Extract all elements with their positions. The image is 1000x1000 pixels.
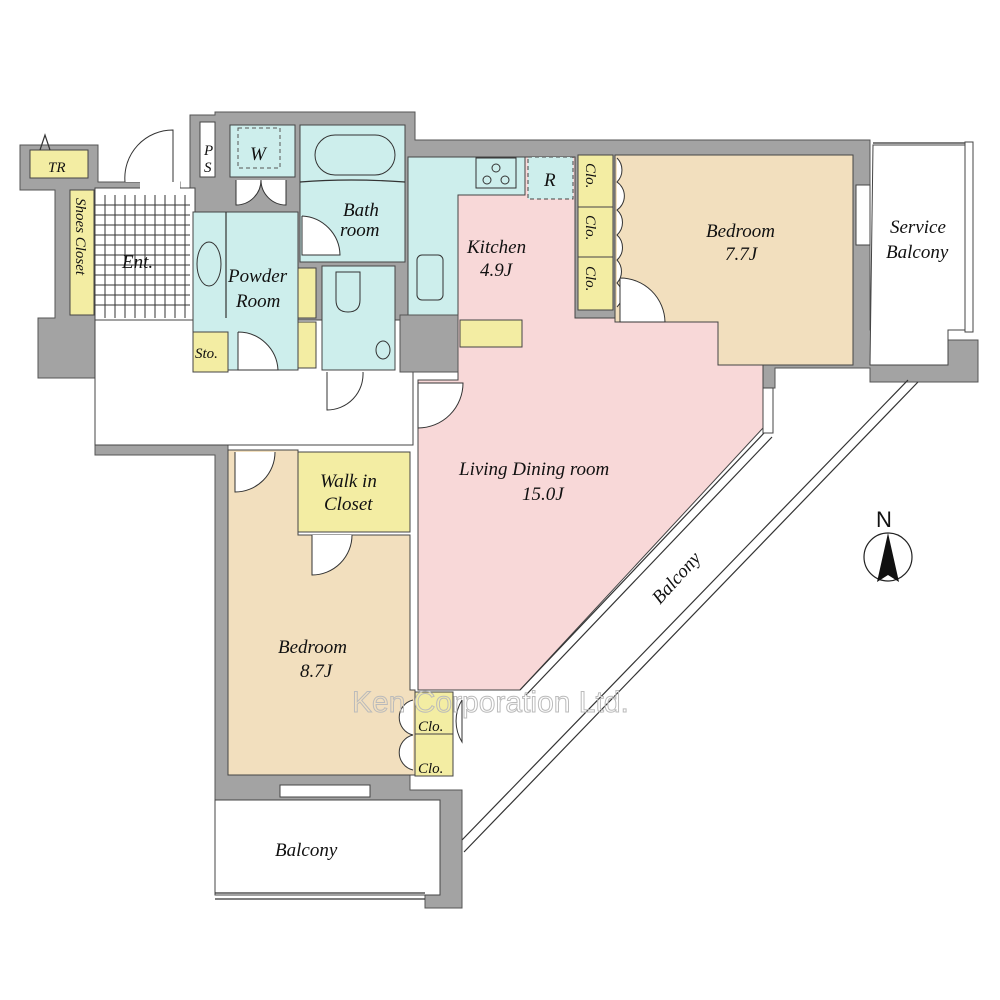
closet-d-label: Clo. (418, 719, 443, 735)
closet-c (577, 256, 614, 311)
tr-label: TR (48, 160, 66, 176)
ldr-size: 15.0J (522, 484, 565, 505)
diagonal-balcony (461, 379, 919, 853)
bedroom-1 (614, 154, 854, 366)
toilet-door[interactable] (326, 371, 364, 411)
kitchen-size: 4.9J (480, 260, 514, 281)
washer-outline (237, 127, 281, 169)
closet-d-e-doors[interactable] (398, 699, 414, 771)
bathroom (299, 124, 406, 263)
ps-label-s: S (204, 160, 212, 176)
pipe-space (199, 121, 216, 178)
sink-icon (375, 340, 391, 360)
shelf-1 (297, 267, 317, 319)
bathtub-icon (314, 134, 396, 176)
powder-label-1: Powder (227, 266, 288, 287)
trunk-room-marker (39, 133, 51, 151)
powder-door[interactable] (237, 331, 279, 371)
storage-label: Sto. (195, 346, 218, 362)
bedroom-1-window (855, 184, 871, 246)
service-balcony-label-1: Service (890, 217, 946, 238)
closet-a-label: Clo. (582, 163, 598, 188)
bedroom-2-label: Bedroom (278, 637, 347, 658)
walk-in-closet (297, 451, 411, 533)
bedroom-2-door[interactable] (234, 451, 276, 493)
bedroom-1-door[interactable] (619, 277, 666, 323)
washer-label: W (250, 144, 268, 165)
toilet-room (321, 265, 396, 371)
entrance-label: Ent. (121, 252, 153, 273)
north-compass: N (863, 507, 913, 582)
kitchen-sink-icon (416, 254, 444, 301)
ldr-label: Living Dining room (458, 459, 609, 480)
toilet-icon (335, 271, 361, 313)
watermark: Ken Corporation Ltd. (352, 686, 629, 719)
bedroom-1-label: Bedroom (706, 221, 775, 242)
closet-a (577, 154, 614, 208)
bedroom-2-size: 8.7J (300, 661, 334, 682)
closet-b-label: Clo. (582, 215, 598, 240)
walk-in-label-1: Walk in (320, 471, 377, 492)
washbasin-icon (196, 241, 222, 287)
shoes-closet-label: Shoes Closet (72, 198, 88, 276)
closet-d (414, 691, 454, 735)
entry-door[interactable] (124, 129, 174, 183)
kitchen-cabinet (459, 319, 523, 348)
bedroom-1-size: 7.7J (725, 244, 759, 265)
bath-label-2: room (340, 220, 379, 241)
storage (192, 331, 229, 373)
refrigerator-space (527, 156, 574, 200)
bedroom-2 (227, 449, 416, 776)
closet-doors[interactable] (616, 157, 625, 308)
powder-label-2: Room (235, 291, 280, 312)
refrigerator-label: R (543, 170, 556, 191)
balcony-diagonal-label: Balcony (648, 548, 706, 609)
closet-c-label: Clo. (582, 266, 598, 291)
shelf-2 (297, 321, 317, 369)
bath-label-1: Bath (343, 200, 379, 221)
bottom-balcony (214, 799, 441, 896)
kitchen-label: Kitchen (466, 237, 526, 258)
ldr-balcony-door[interactable] (455, 699, 463, 744)
closet-e-label: Clo. (418, 761, 443, 777)
bath-door[interactable] (301, 215, 341, 256)
closet-e (414, 733, 454, 777)
trunk-room (29, 149, 89, 179)
balcony-bottom-label: Balcony (275, 840, 338, 861)
pillar (399, 314, 459, 373)
laundry-door[interactable] (235, 179, 287, 206)
walk-in-label-2: Closet (324, 494, 373, 515)
service-balcony-label-2: Balcony (886, 242, 949, 263)
walk-in-door[interactable] (311, 534, 353, 576)
entrance-tiles (95, 195, 190, 318)
living-door[interactable] (417, 382, 464, 429)
ps-label-p: P (203, 143, 213, 159)
north-arrow-icon (877, 533, 899, 582)
bedroom-2-window (279, 784, 371, 798)
stove-icon (475, 157, 517, 189)
compass-label: N (876, 507, 892, 532)
shoes-closet (69, 189, 95, 316)
